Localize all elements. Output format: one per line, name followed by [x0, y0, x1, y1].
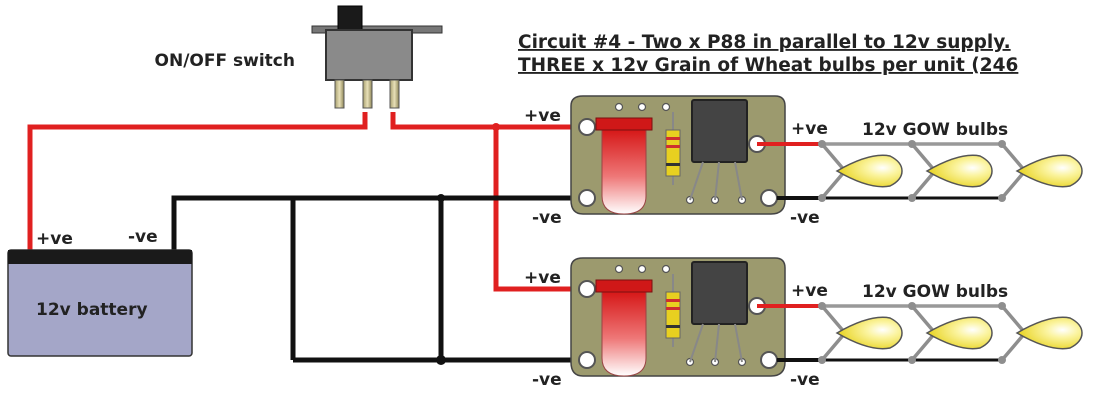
output-negative-pad — [760, 189, 778, 207]
switch-pin — [389, 79, 400, 109]
transistor-chip — [691, 261, 748, 325]
p88-unit-2: +ve -ve +ve -ve 12v GOW bulbs — [524, 257, 1008, 390]
unit1-bulb-string — [757, 140, 1083, 202]
input-positive-pad — [578, 118, 596, 136]
positive-wire-branch-unit2 — [493, 127, 585, 292]
battery: 12v battery +ve -ve — [7, 227, 193, 357]
unit1-input-positive-label: +ve — [524, 106, 561, 126]
switch-body — [325, 29, 413, 81]
junction-dot — [437, 194, 445, 202]
on-off-switch: ON/OFF switch — [155, 5, 443, 109]
resistor — [665, 129, 681, 177]
unit2-bulbs-label: 12v GOW bulbs — [862, 282, 1008, 302]
gow-bulb — [1015, 154, 1083, 188]
battery-label: 12v battery — [36, 300, 148, 320]
led — [601, 291, 647, 377]
junction-dot — [436, 355, 446, 365]
negative-wire-battery — [171, 195, 585, 250]
unit1-output-positive-label: +ve — [791, 119, 828, 139]
led-flange — [595, 117, 653, 131]
title-line-2: THREE x 12v Grain of Wheat bulbs per uni… — [518, 55, 1018, 76]
battery-top — [8, 250, 192, 264]
input-negative-pad — [578, 351, 596, 369]
unit1-input-negative-label: -ve — [532, 208, 562, 228]
gow-bulb — [925, 316, 993, 350]
led-flange — [595, 279, 653, 293]
switch-label: ON/OFF switch — [155, 51, 295, 71]
gow-bulb — [835, 154, 903, 188]
wires — [27, 112, 585, 365]
positive-wire-battery-switch — [27, 112, 368, 250]
title-line-1: Circuit #4 - Two x P88 in parallel to 12… — [518, 32, 1011, 53]
transistor-chip — [691, 99, 748, 163]
unit1-output-negative-label: -ve — [790, 208, 820, 228]
board-holes — [614, 102, 747, 205]
input-positive-pad — [578, 280, 596, 298]
unit2-output-negative-label: -ve — [790, 370, 820, 390]
gow-bulb — [1015, 316, 1083, 350]
led — [601, 129, 647, 215]
negative-wire-branch-unit2 — [438, 198, 585, 363]
switch-pin — [334, 79, 345, 109]
gow-bulb — [835, 316, 903, 350]
switch-pin — [362, 79, 373, 109]
unit2-input-positive-label: +ve — [524, 268, 561, 288]
battery-positive-label: +ve — [36, 229, 73, 249]
input-negative-pad — [578, 189, 596, 207]
p88-unit-1: +ve -ve +ve -ve 12v GOW bulbs — [524, 95, 1008, 228]
diagram-title: Circuit #4 - Two x P88 in parallel to 12… — [518, 32, 1018, 76]
resistor — [665, 291, 681, 339]
junction-dot — [492, 123, 500, 131]
positive-wire-switch-unit1 — [390, 112, 585, 130]
battery-negative-label: -ve — [128, 227, 158, 247]
unit2-input-negative-label: -ve — [532, 370, 562, 390]
unit1-bulbs-label: 12v GOW bulbs — [862, 120, 1008, 140]
unit2-output-positive-label: +ve — [791, 281, 828, 301]
switch-knob — [337, 5, 363, 31]
gow-bulb — [925, 154, 993, 188]
unit2-bulb-string — [757, 302, 1083, 364]
output-negative-pad — [760, 351, 778, 369]
